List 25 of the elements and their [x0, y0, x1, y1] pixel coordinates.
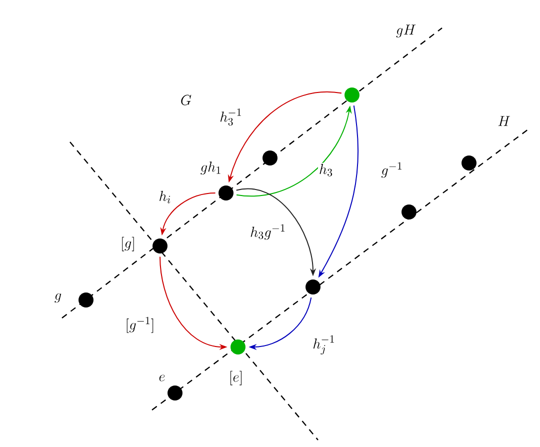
edge-label: $h_3g^{-1}$ — [250, 224, 285, 240]
point-label: $e$ — [159, 374, 165, 382]
dot — [402, 204, 416, 220]
edge-label: $h_3$ — [320, 164, 332, 176]
dot — [306, 280, 320, 294]
dot — [78, 292, 94, 308]
dot — [462, 156, 476, 170]
dot — [152, 238, 168, 254]
set-label: $G$ — [181, 94, 192, 106]
dot — [262, 150, 278, 166]
edge-label: $h_j^{-1}$ — [313, 335, 334, 355]
edge-label: $[g^{-1}]$ — [126, 316, 154, 333]
edge-label: $g^{-1}$ — [381, 162, 402, 178]
dot — [230, 340, 246, 354]
dot — [344, 88, 360, 102]
set-label: $H$ — [498, 116, 510, 126]
edge-label: $h_i$ — [160, 190, 170, 204]
point-label: $g$ — [54, 293, 62, 303]
set-label: $gH$ — [396, 24, 416, 38]
edge-label: $h_3^{-1}$ — [220, 108, 241, 126]
point-label: $gh_1$ — [200, 162, 220, 175]
point-label: $[e]$ — [230, 370, 242, 386]
dot — [168, 386, 182, 400]
dot — [218, 186, 234, 200]
point-label: $[g]$ — [122, 236, 134, 252]
